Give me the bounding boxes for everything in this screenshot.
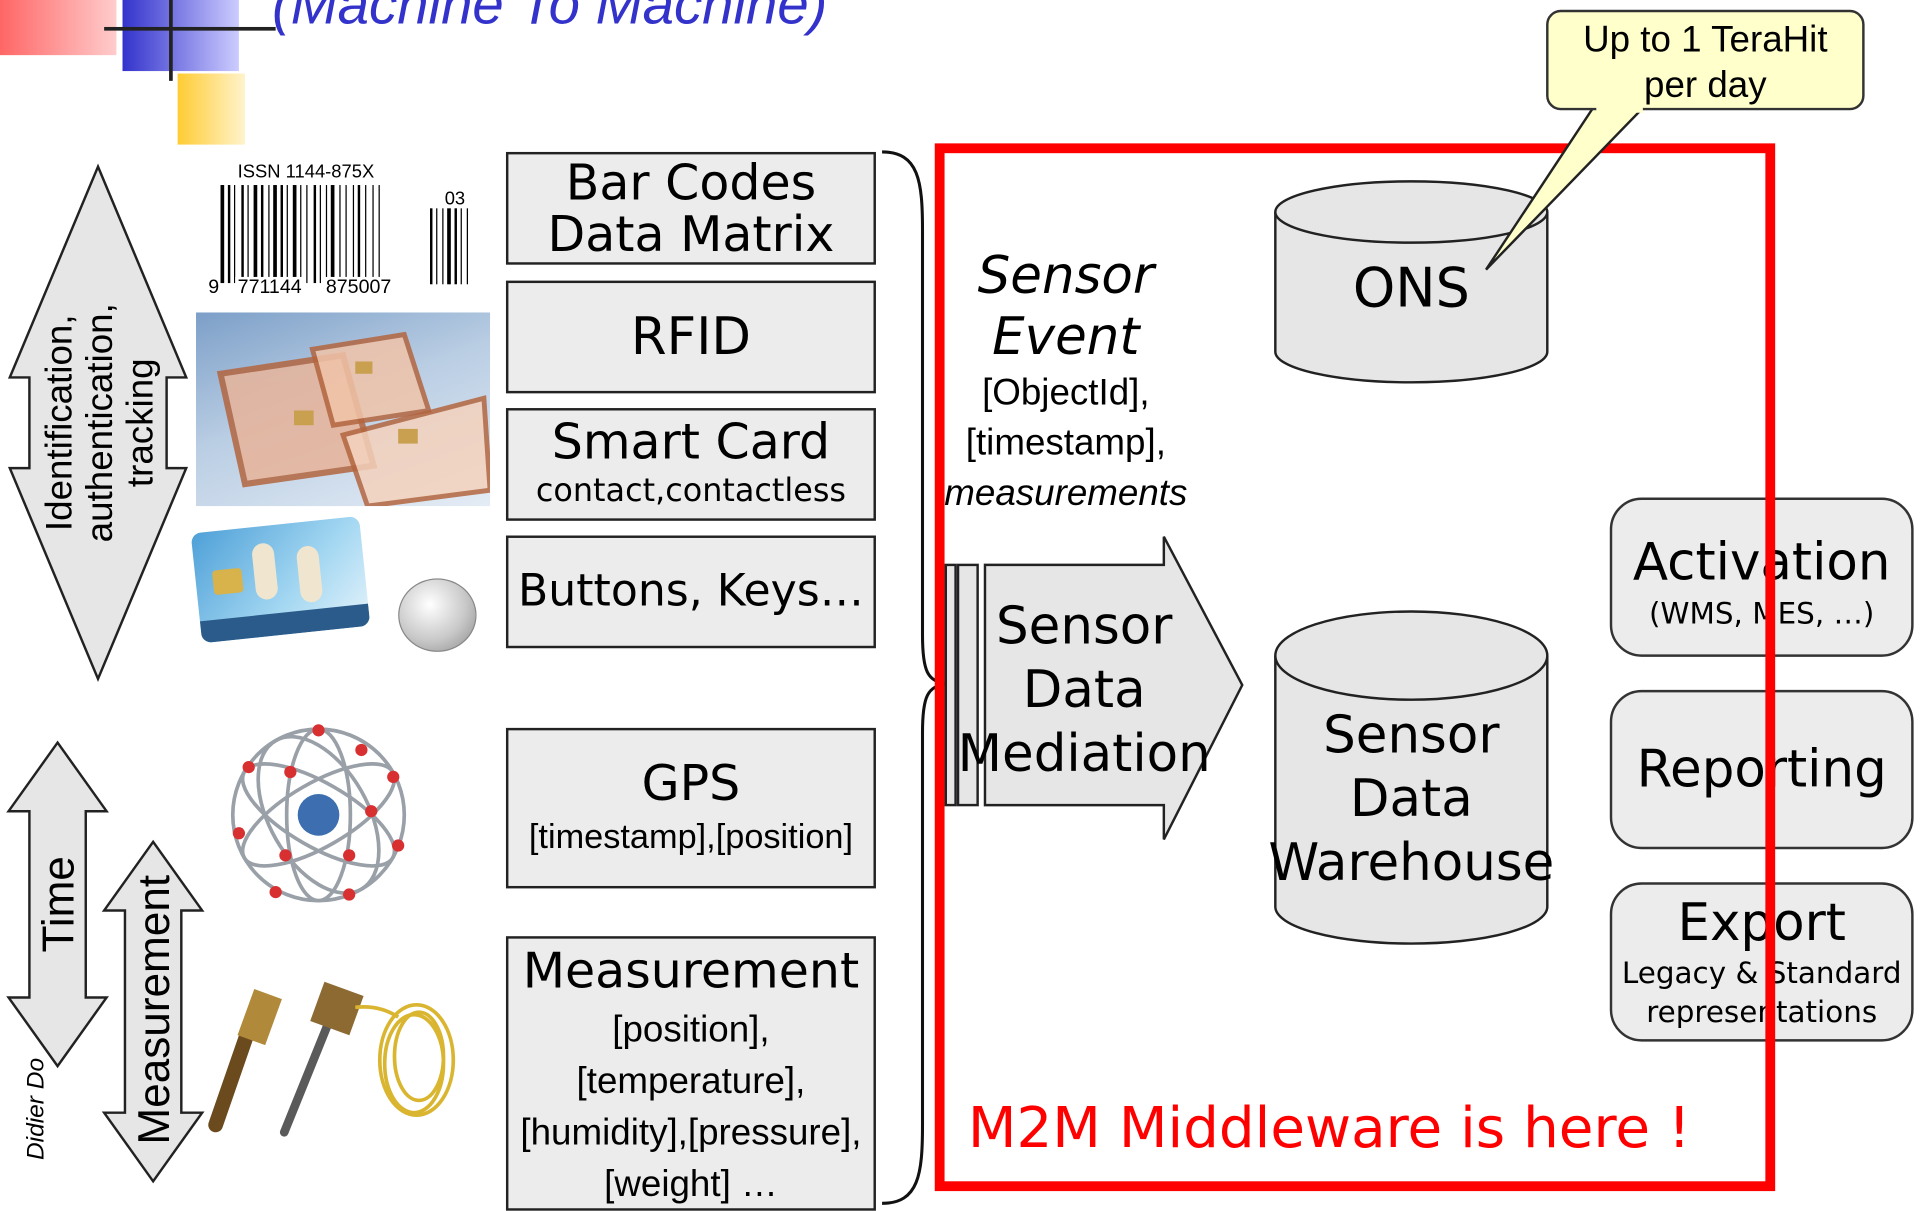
mediation-label: Sensor Data Mediation (957, 595, 1211, 784)
barcode-digits-mid: 771144 (235, 276, 305, 299)
barcode-bar (357, 185, 361, 284)
barcode-bar (325, 185, 328, 284)
slide-title: (Machine To Machine) (271, 0, 828, 36)
warehouse-label: Sensor Data Warehouse (1268, 704, 1555, 893)
double-arrow-time (6, 740, 109, 1069)
barcode-addon-bars (430, 208, 469, 285)
barcode-addon-bar (436, 208, 438, 285)
ons-label: ONS (1352, 257, 1470, 320)
barcode-digits-right: 875007 (323, 276, 394, 299)
terahit-callout: Up to 1 TeraHit per day (1546, 9, 1865, 111)
smartcard-photo (190, 515, 371, 644)
callout-pointer (1485, 101, 1651, 271)
barcode-addon: 03 (444, 188, 466, 210)
corner-decoration (0, 0, 282, 147)
barcode-addon-bar (466, 208, 468, 285)
author-label: Didier Do (22, 1057, 50, 1161)
time-label: Time (33, 856, 84, 953)
barcode-bar (300, 185, 302, 284)
source-barcodes: Bar Codes Data Matrix (505, 151, 876, 265)
barcode-bar (253, 185, 258, 284)
middleware-label: M2M Middleware is here ! (967, 1094, 1691, 1161)
barcode-addon-bar (460, 208, 462, 285)
id-label: Identification, authentication, tracking (39, 303, 162, 543)
sensor-data-warehouse (1274, 610, 1549, 945)
barcode-bar (280, 185, 283, 284)
measurement-axis-label: Measurement (128, 874, 179, 1145)
barcode-digit-left: 9 (208, 276, 220, 298)
barcode-bar (313, 185, 317, 284)
barcode-bar (247, 185, 249, 284)
barcode-bar (268, 185, 270, 284)
barcode-bar (233, 185, 236, 284)
barcode-bar (345, 185, 347, 284)
source-buttons: Buttons, Keys… (505, 535, 876, 649)
barcode-addon-bar (447, 208, 451, 285)
barcode-bar (286, 185, 288, 284)
barcode-bars (220, 185, 417, 284)
barcode-bar (227, 185, 231, 284)
sensor-event-label: Sensor Event [ObjectId], [timestamp], me… (944, 245, 1188, 514)
barcode-addon-bar (442, 208, 444, 285)
barcode-bar (220, 185, 225, 284)
double-arrow-id (7, 163, 189, 683)
barcode-image: ISSN 1144-875X 03 9 771144 875007 (206, 162, 478, 304)
barcode-bar (260, 185, 264, 284)
barcode-addon-bar (430, 208, 433, 285)
barcode-bar (292, 185, 297, 284)
barcode-bar (339, 185, 341, 284)
barcode-issn: ISSN 1144-875X (237, 161, 375, 183)
barcode-addon-bar (454, 208, 457, 285)
source-measurement: Measurement [position], [temperature], [… (505, 936, 876, 1211)
barcode-bar (273, 185, 277, 284)
sensor-probes-photo (208, 981, 456, 1137)
barcode-bar (352, 185, 355, 284)
source-rfid: RFID (505, 280, 876, 394)
source-gps: GPS [timestamp],[position] (505, 727, 876, 889)
app-reporting: Reporting (1609, 689, 1914, 850)
source-smartcard: Smart Card contact,contactless (505, 408, 876, 521)
mediation-arrow (944, 536, 1244, 840)
barcode-bar (319, 185, 321, 284)
rfid-photo (196, 312, 491, 507)
ons-database (1274, 180, 1549, 384)
barcode-bar (378, 185, 380, 284)
app-activation: Activation (WMS, MES, …) (1609, 497, 1914, 657)
app-export: Export Legacy & Standard representations (1609, 882, 1914, 1042)
ibutton-photo (398, 578, 477, 652)
barcode-bar (241, 185, 244, 284)
barcode-bar (306, 185, 308, 284)
barcode-bar (365, 185, 367, 284)
double-arrow-measurement (101, 839, 205, 1184)
barcode-bar (330, 185, 335, 284)
gps-satellite-sphere (230, 724, 407, 903)
barcode-bar (372, 185, 374, 284)
middleware-frame (934, 143, 1776, 1192)
